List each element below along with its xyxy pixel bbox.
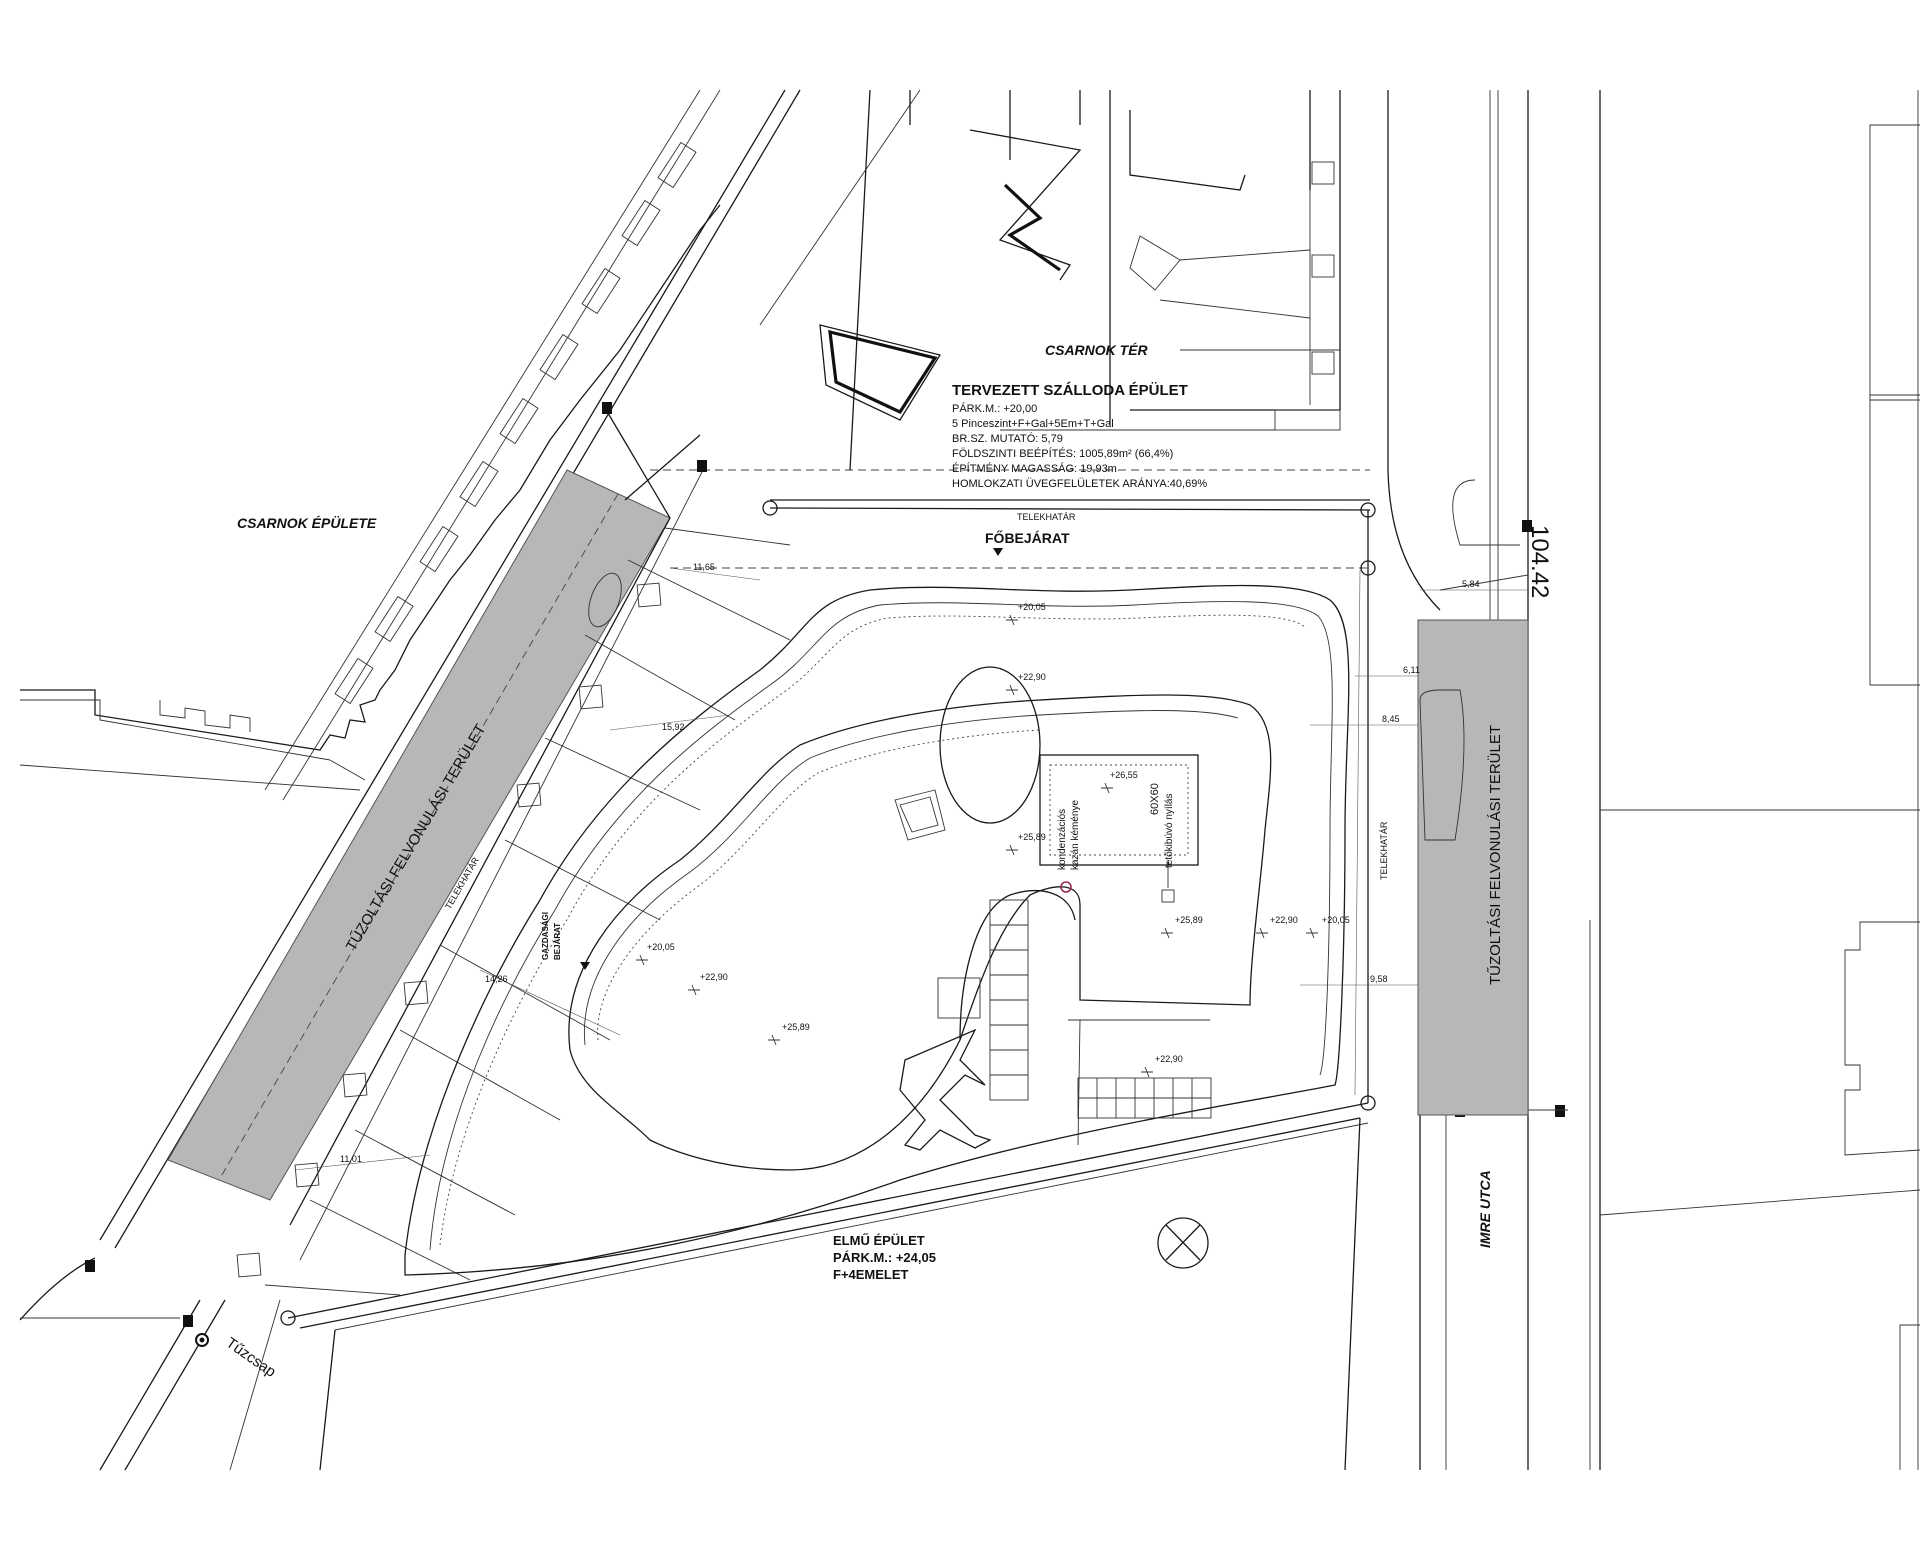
elmu-building [287,1102,1369,1471]
service-entrance-label-2: BEJÁRAT [553,923,562,960]
elmu-park: PÁRK.M.: +24,05 [833,1250,936,1265]
dimension-1: 11,65 [693,562,715,572]
service-entrance-arrow [580,962,590,970]
elevation-1: +20,05 [1018,602,1046,612]
fire-access-label-right: TŰZOLTÁSI FELVONULÁSI TERÜLET [1486,725,1504,985]
upper-buildings [819,89,1341,471]
market-hall-outline [19,89,921,1249]
hotel-info-block: TERVEZETT SZÁLLODA ÉPÜLET PÁRK.M.: +20,0… [952,382,1207,490]
elevation-2: +22,90 [1018,672,1046,682]
main-entrance-arrow [993,548,1003,556]
imre-utca-label: IMRE UTCA [1477,1170,1493,1248]
roof-hatch-size: 60X60 [1149,783,1161,815]
elevation-markers: +20,05 +22,90 +26,55 +25,89 +25,89 +22,9… [636,602,1350,1078]
csarnok-ter-label: CSARNOK TÉR [1045,342,1149,358]
elmu-title: ELMŰ ÉPÜLET [833,1233,925,1248]
elevation-3: +26,55 [1110,770,1138,780]
dimension-5: 5,84 [1462,579,1480,589]
dimension-2: 15,92 [662,722,685,732]
hotel-title: TERVEZETT SZÁLLODA ÉPÜLET [952,382,1188,399]
dimension-4: 11,01 [340,1154,362,1164]
telekhatar-top: TELEKHATÁR [1017,512,1076,522]
dimension-lines [294,567,1528,1171]
hydrant-label: Tűzcsap [223,1334,279,1380]
hotel-park: PÁRK.M.: +20,00 [952,402,1037,415]
elmu-floors: F+4EMELET [833,1267,909,1282]
elevation-7: +20,05 [1322,915,1350,925]
telekhatar-right: TELEKHATÁR [1379,821,1389,880]
dimension-7: 8,45 [1382,714,1400,724]
chimney-label-2: kazán kéménye [1070,800,1081,870]
hotel-ratio: BR.SZ. MUTATÓ: 5,79 [952,432,1063,445]
csarnok-epulete-label: CSARNOK ÉPÜLETE [237,515,377,531]
dimension-labels: 11,65 15,92 14,26 11,01 5,84 6,11 8,45 9… [340,562,1480,1164]
dimension-8: 9,58 [1370,974,1388,984]
far-right-buildings [1599,90,1920,1470]
hotel-levels: 5 Pinceszint+F+Gal+5Em+T+Gal [952,418,1114,430]
elevation-8: +20,05 [647,942,675,952]
dimension-3: 14,26 [485,974,508,984]
service-entrance-label-1: GAZDASÁGI [541,912,550,960]
elevation-9: +22,90 [700,972,728,982]
elevation-10: +25,89 [782,1022,810,1032]
elevation-4: +25,89 [1018,832,1046,842]
site-boundary [280,407,1376,1326]
chimney-label-1: kondenzációs [1057,809,1068,870]
elevation-5: +25,89 [1175,915,1203,925]
fire-access-area-right [1417,619,1529,1116]
lower-left-street [19,1257,281,1471]
parking-rows [85,402,791,1347]
hotel-glazing: HOMLOKZATI ÜVEGFELÜLETEK ARÁNYA:40,69% [952,477,1207,490]
elevation-6: +22,90 [1270,915,1298,925]
elevation-11: +22,90 [1155,1054,1183,1064]
hotel-coverage: FÖLDSZINTI BEÉPÍTÉS: 1005,89m² (66,4%) [952,447,1173,460]
boundary-value: 104.42 [1526,525,1553,598]
hotel-height: ÉPÍTMÉNY MAGASSÁG: 19,93m [952,462,1117,475]
fire-access-area-left [167,469,671,1201]
roof-hatch-label: tetőkibúvó nyílás [1164,794,1175,869]
hotel-footprint [404,584,1350,1276]
dimension-6: 6,11 [1403,665,1420,675]
main-entrance-label: FŐBEJÁRAT [985,529,1070,546]
